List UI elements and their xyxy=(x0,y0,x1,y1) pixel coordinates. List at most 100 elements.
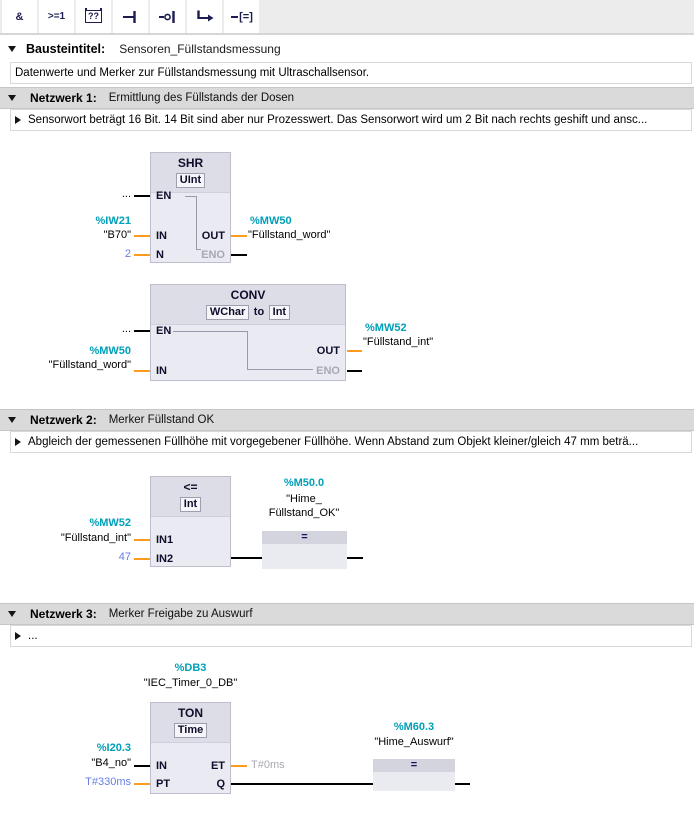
wire xyxy=(347,557,363,559)
compare-type-selector[interactable]: Int xyxy=(179,497,202,512)
wire xyxy=(347,350,362,352)
compare-in1-address[interactable]: %MW52 xyxy=(89,517,131,529)
open-branch-icon xyxy=(196,10,213,21)
block-title-value[interactable]: Sensoren_Füllstandsmessung xyxy=(119,42,281,56)
conv-type-from-selector[interactable]: WChar xyxy=(205,305,250,320)
ton-in-address[interactable]: %I20.3 xyxy=(96,742,131,754)
shr-pin-eno: ENO xyxy=(201,249,225,261)
conv-pin-en: EN xyxy=(156,325,172,337)
conv-in-name[interactable]: "Füllstand_word" xyxy=(48,359,131,371)
conv-type-separator: to xyxy=(253,306,265,318)
network-2-comment[interactable]: Abgleich der gemessenen Füllhöhe mit vor… xyxy=(10,431,692,453)
network-1-title[interactable]: Ermittlung des Füllstands der Dosen xyxy=(108,92,295,104)
compare-in1-name[interactable]: "Füllstand_int" xyxy=(60,532,131,544)
shr-out-name[interactable]: "Füllstand_word" xyxy=(248,229,331,241)
ton-block-title: TON xyxy=(177,706,204,720)
fuellstand-ok-name-line2[interactable]: Füllstand_OK" xyxy=(268,507,340,519)
ton-et-value[interactable]: T#0ms xyxy=(251,759,285,771)
shr-en-source[interactable]: ... xyxy=(121,188,131,200)
conv-en-source[interactable]: ... xyxy=(121,323,131,335)
network-3-comment[interactable]: ... xyxy=(10,625,692,647)
wire xyxy=(231,783,373,785)
network-3-canvas: %DB3 "IEC_Timer_0_DB" TON Time IN PT ET … xyxy=(0,647,694,820)
compare-block[interactable]: <= Int IN1 IN2 xyxy=(150,476,231,567)
comment-marker-icon xyxy=(15,116,21,124)
wire xyxy=(134,783,150,785)
shr-pin-n: N xyxy=(156,249,164,261)
collapse-network-3-icon[interactable] xyxy=(8,611,16,617)
eno-link xyxy=(196,196,197,250)
network-2-title[interactable]: Merker Füllstand OK xyxy=(108,414,215,426)
ton-pin-in: IN xyxy=(156,760,167,772)
comment-marker-icon xyxy=(15,438,21,446)
empty-box-button[interactable]: ?? xyxy=(76,0,111,33)
ton-block[interactable]: TON Time IN PT ET Q xyxy=(150,702,231,794)
ton-pin-q: Q xyxy=(216,778,225,790)
conv-pin-eno: ENO xyxy=(316,365,340,377)
wire xyxy=(231,557,262,559)
network-2-label: Netzwerk 2: xyxy=(30,413,97,427)
network-3-title[interactable]: Merker Freigabe zu Auswurf xyxy=(108,608,253,620)
shr-type-selector[interactable]: UInt xyxy=(175,173,206,188)
network-1-comment[interactable]: Sensorwort beträgt 16 Bit. 14 Bit sind a… xyxy=(10,109,692,131)
eno-link xyxy=(247,369,313,370)
wire xyxy=(231,765,247,767)
or-box-button[interactable]: >=1 xyxy=(39,0,74,33)
fuellstand-ok-name-line1[interactable]: "Hime_ xyxy=(286,493,322,505)
binary-input-button[interactable] xyxy=(113,0,148,33)
eno-link xyxy=(173,331,247,332)
network-2-canvas: <= Int IN1 IN2 %MW52 "Füllstand_int" 47 … xyxy=(0,453,694,603)
coil-operator: = xyxy=(373,759,455,772)
assignment-button[interactable]: [=] xyxy=(224,0,259,33)
block-comment[interactable]: Datenwerte und Merker zur Füllstandsmess… xyxy=(10,62,692,84)
negate-binary-input-button[interactable] xyxy=(150,0,185,33)
conv-type-to-selector[interactable]: Int xyxy=(268,305,291,320)
network-3-label: Netzwerk 3: xyxy=(30,607,97,621)
collapse-block-title-icon[interactable] xyxy=(8,46,16,52)
shr-in-name[interactable]: "B70" xyxy=(103,229,131,241)
compare-pin-in1: IN1 xyxy=(156,534,174,546)
or-box-icon: >=1 xyxy=(47,11,66,22)
shr-out-address[interactable]: %MW50 xyxy=(250,215,292,227)
conv-block[interactable]: CONV WChar to Int EN IN OUT ENO xyxy=(150,284,346,381)
open-branch-button[interactable] xyxy=(187,0,222,33)
timer-db-name[interactable]: "IEC_Timer_0_DB" xyxy=(143,677,238,689)
ton-pin-pt: PT xyxy=(156,778,171,790)
and-box-icon: & xyxy=(15,10,24,23)
network-3-comment-text: ... xyxy=(28,630,38,642)
and-box-button[interactable]: & xyxy=(2,0,37,33)
collapse-network-2-icon[interactable] xyxy=(8,417,16,423)
coil-operator: = xyxy=(262,531,347,544)
network-1-canvas: SHR UInt EN IN N OUT ENO ... %IW21 "B70"… xyxy=(0,131,694,399)
shr-pin-en: EN xyxy=(156,190,172,202)
shr-block[interactable]: SHR UInt EN IN N OUT ENO xyxy=(150,152,231,263)
shr-in-address[interactable]: %IW21 xyxy=(95,215,131,227)
eno-link xyxy=(185,196,196,197)
conv-out-name[interactable]: "Füllstand_int" xyxy=(363,336,434,348)
ton-pt-value[interactable]: T#330ms xyxy=(85,776,131,788)
auswurf-name[interactable]: "Hime_Auswurf" xyxy=(374,736,454,748)
block-title-row: Bausteintitel: Sensoren_Füllstandsmessun… xyxy=(0,40,694,58)
compare-in2-value[interactable]: 47 xyxy=(118,551,131,563)
ton-in-name[interactable]: "B4_no" xyxy=(91,757,131,769)
timer-db-address[interactable]: %DB3 xyxy=(174,662,207,674)
fuellstand-ok-coil[interactable]: = xyxy=(262,531,347,569)
ton-block-header: TON Time xyxy=(151,703,230,743)
network-2-comment-text: Abgleich der gemessenen Füllhöhe mit vor… xyxy=(28,436,639,448)
conv-block-header: CONV WChar to Int xyxy=(151,285,345,325)
ton-pin-et: ET xyxy=(210,760,225,772)
compare-block-header: <= Int xyxy=(151,477,230,517)
auswurf-address[interactable]: %M60.3 xyxy=(393,721,435,733)
wire xyxy=(134,558,150,560)
fuellstand-ok-address[interactable]: %M50.0 xyxy=(283,477,325,489)
network-1-comment-text: Sensorwort beträgt 16 Bit. 14 Bit sind a… xyxy=(28,114,648,126)
conv-in-address[interactable]: %MW50 xyxy=(89,345,131,357)
binary-input-icon xyxy=(122,10,136,23)
wire xyxy=(231,235,247,237)
block-comment-text: Datenwerte und Merker zur Füllstandsmess… xyxy=(15,67,370,79)
conv-out-address[interactable]: %MW52 xyxy=(365,322,407,334)
ton-type-selector[interactable]: Time xyxy=(173,723,208,738)
collapse-network-1-icon[interactable] xyxy=(8,95,16,101)
shr-n-value[interactable]: 2 xyxy=(124,248,131,260)
auswurf-coil[interactable]: = xyxy=(373,759,455,791)
